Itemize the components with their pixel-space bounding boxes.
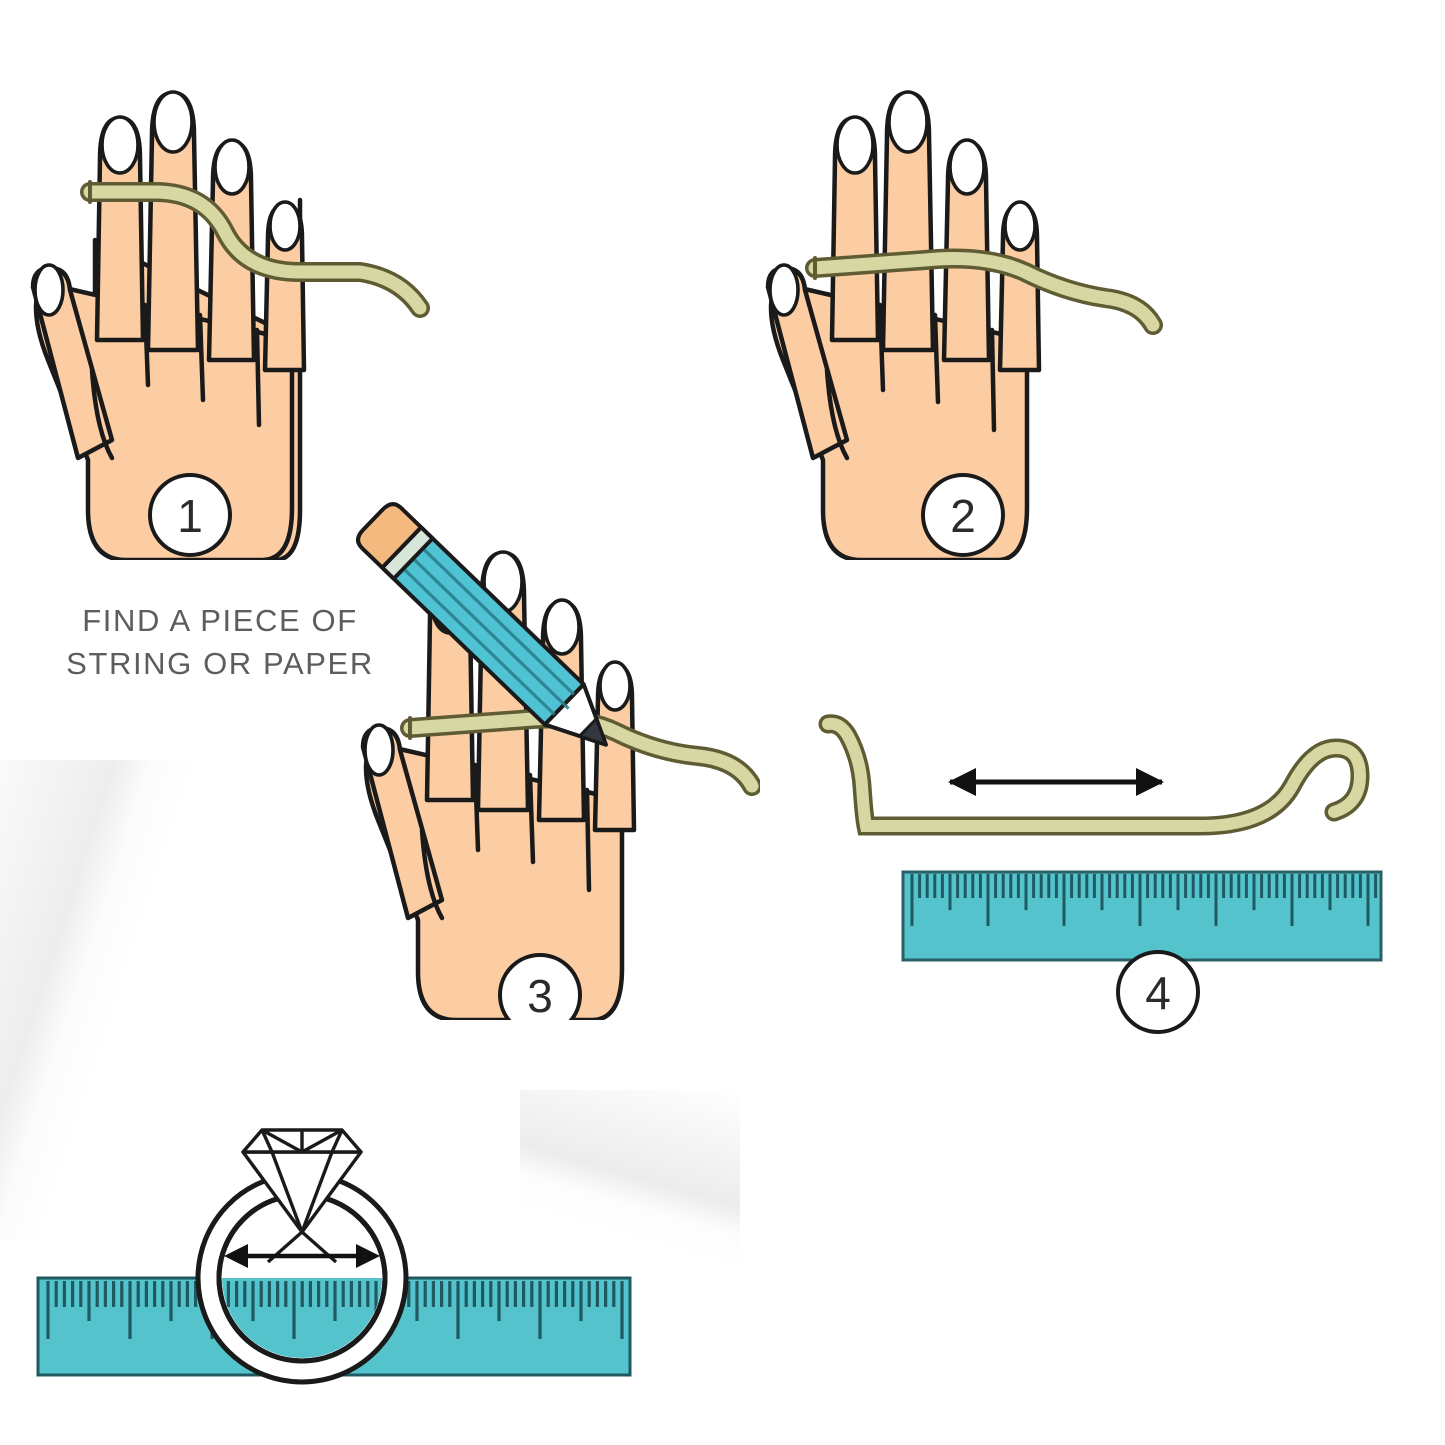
string-path	[80, 180, 430, 318]
diamond-ring-on-ruler-illustration	[36, 1128, 632, 1385]
step-1-caption: FIND A PIECE OF STRING OR PAPER	[66, 603, 374, 681]
flat-string-and-ruler-illustration	[818, 714, 1383, 962]
string-tight	[805, 248, 1163, 335]
hand-with-pencil-illustration	[356, 502, 760, 1020]
ruler-step4	[901, 870, 1383, 962]
hand-with-tight-string-illustration	[765, 90, 1163, 560]
pencil-icon	[356, 502, 608, 747]
string-flat	[818, 714, 1370, 836]
length-measure-arrow	[948, 768, 1164, 796]
inner-diameter-arrow	[224, 1244, 380, 1268]
ring-measurement-panel	[0, 1120, 640, 1445]
